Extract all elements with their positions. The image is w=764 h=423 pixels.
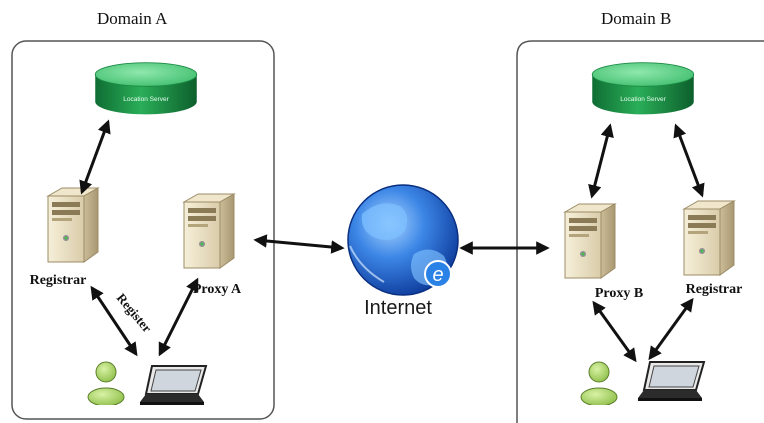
arrow-b-location-registrar: [673, 123, 705, 198]
domain-b-location-server: Location Server: [591, 62, 695, 115]
domain-b-location-server-label: Location Server: [620, 96, 666, 103]
domain-b-laptop-icon: [638, 361, 705, 402]
internet-badge: [424, 260, 452, 288]
domain-b-title: Domain B: [601, 9, 671, 28]
domain-a-laptop-icon: [140, 365, 207, 406]
internet-badge-letter: e: [432, 264, 443, 286]
arrow-a-location-registrar: [79, 119, 111, 195]
domain-a-proxy-server-icon: [183, 193, 235, 269]
domain-a-registrar-server-icon: [47, 187, 99, 263]
arrow-a-proxy-internet: [253, 234, 345, 254]
domain-a-title: Domain A: [97, 9, 168, 28]
database-icon: [94, 62, 198, 115]
arrow-b-registrar-laptop: [648, 297, 694, 361]
arrow-b-location-proxy: [588, 123, 614, 199]
internet-label: Internet: [364, 297, 432, 319]
domain-b-registrar-server-icon: [683, 200, 735, 276]
domain-a-registrar-label: Registrar: [30, 273, 87, 288]
domain-b-frame: [516, 40, 764, 423]
database-icon: [591, 62, 695, 115]
domain-b-proxy-server-icon: [564, 203, 616, 279]
domain-a-location-server: Location Server: [94, 62, 198, 115]
domain-a-user-icon: [87, 361, 125, 405]
domain-b-user-icon: [580, 361, 618, 405]
arrow-a-registrar-user: [90, 285, 138, 357]
domain-a-location-server-label: Location Server: [123, 96, 169, 103]
arrow-b-proxy-user: [592, 300, 637, 363]
domain-a-proxy-label: Proxy A: [193, 282, 242, 297]
arrow-a-proxy-laptop: [158, 277, 199, 357]
domain-a-frame: [11, 40, 275, 420]
internet-globe: e: [347, 184, 459, 296]
domain-b-proxy-label: Proxy B: [595, 286, 643, 301]
domain-b-registrar-label: Registrar: [686, 282, 743, 297]
